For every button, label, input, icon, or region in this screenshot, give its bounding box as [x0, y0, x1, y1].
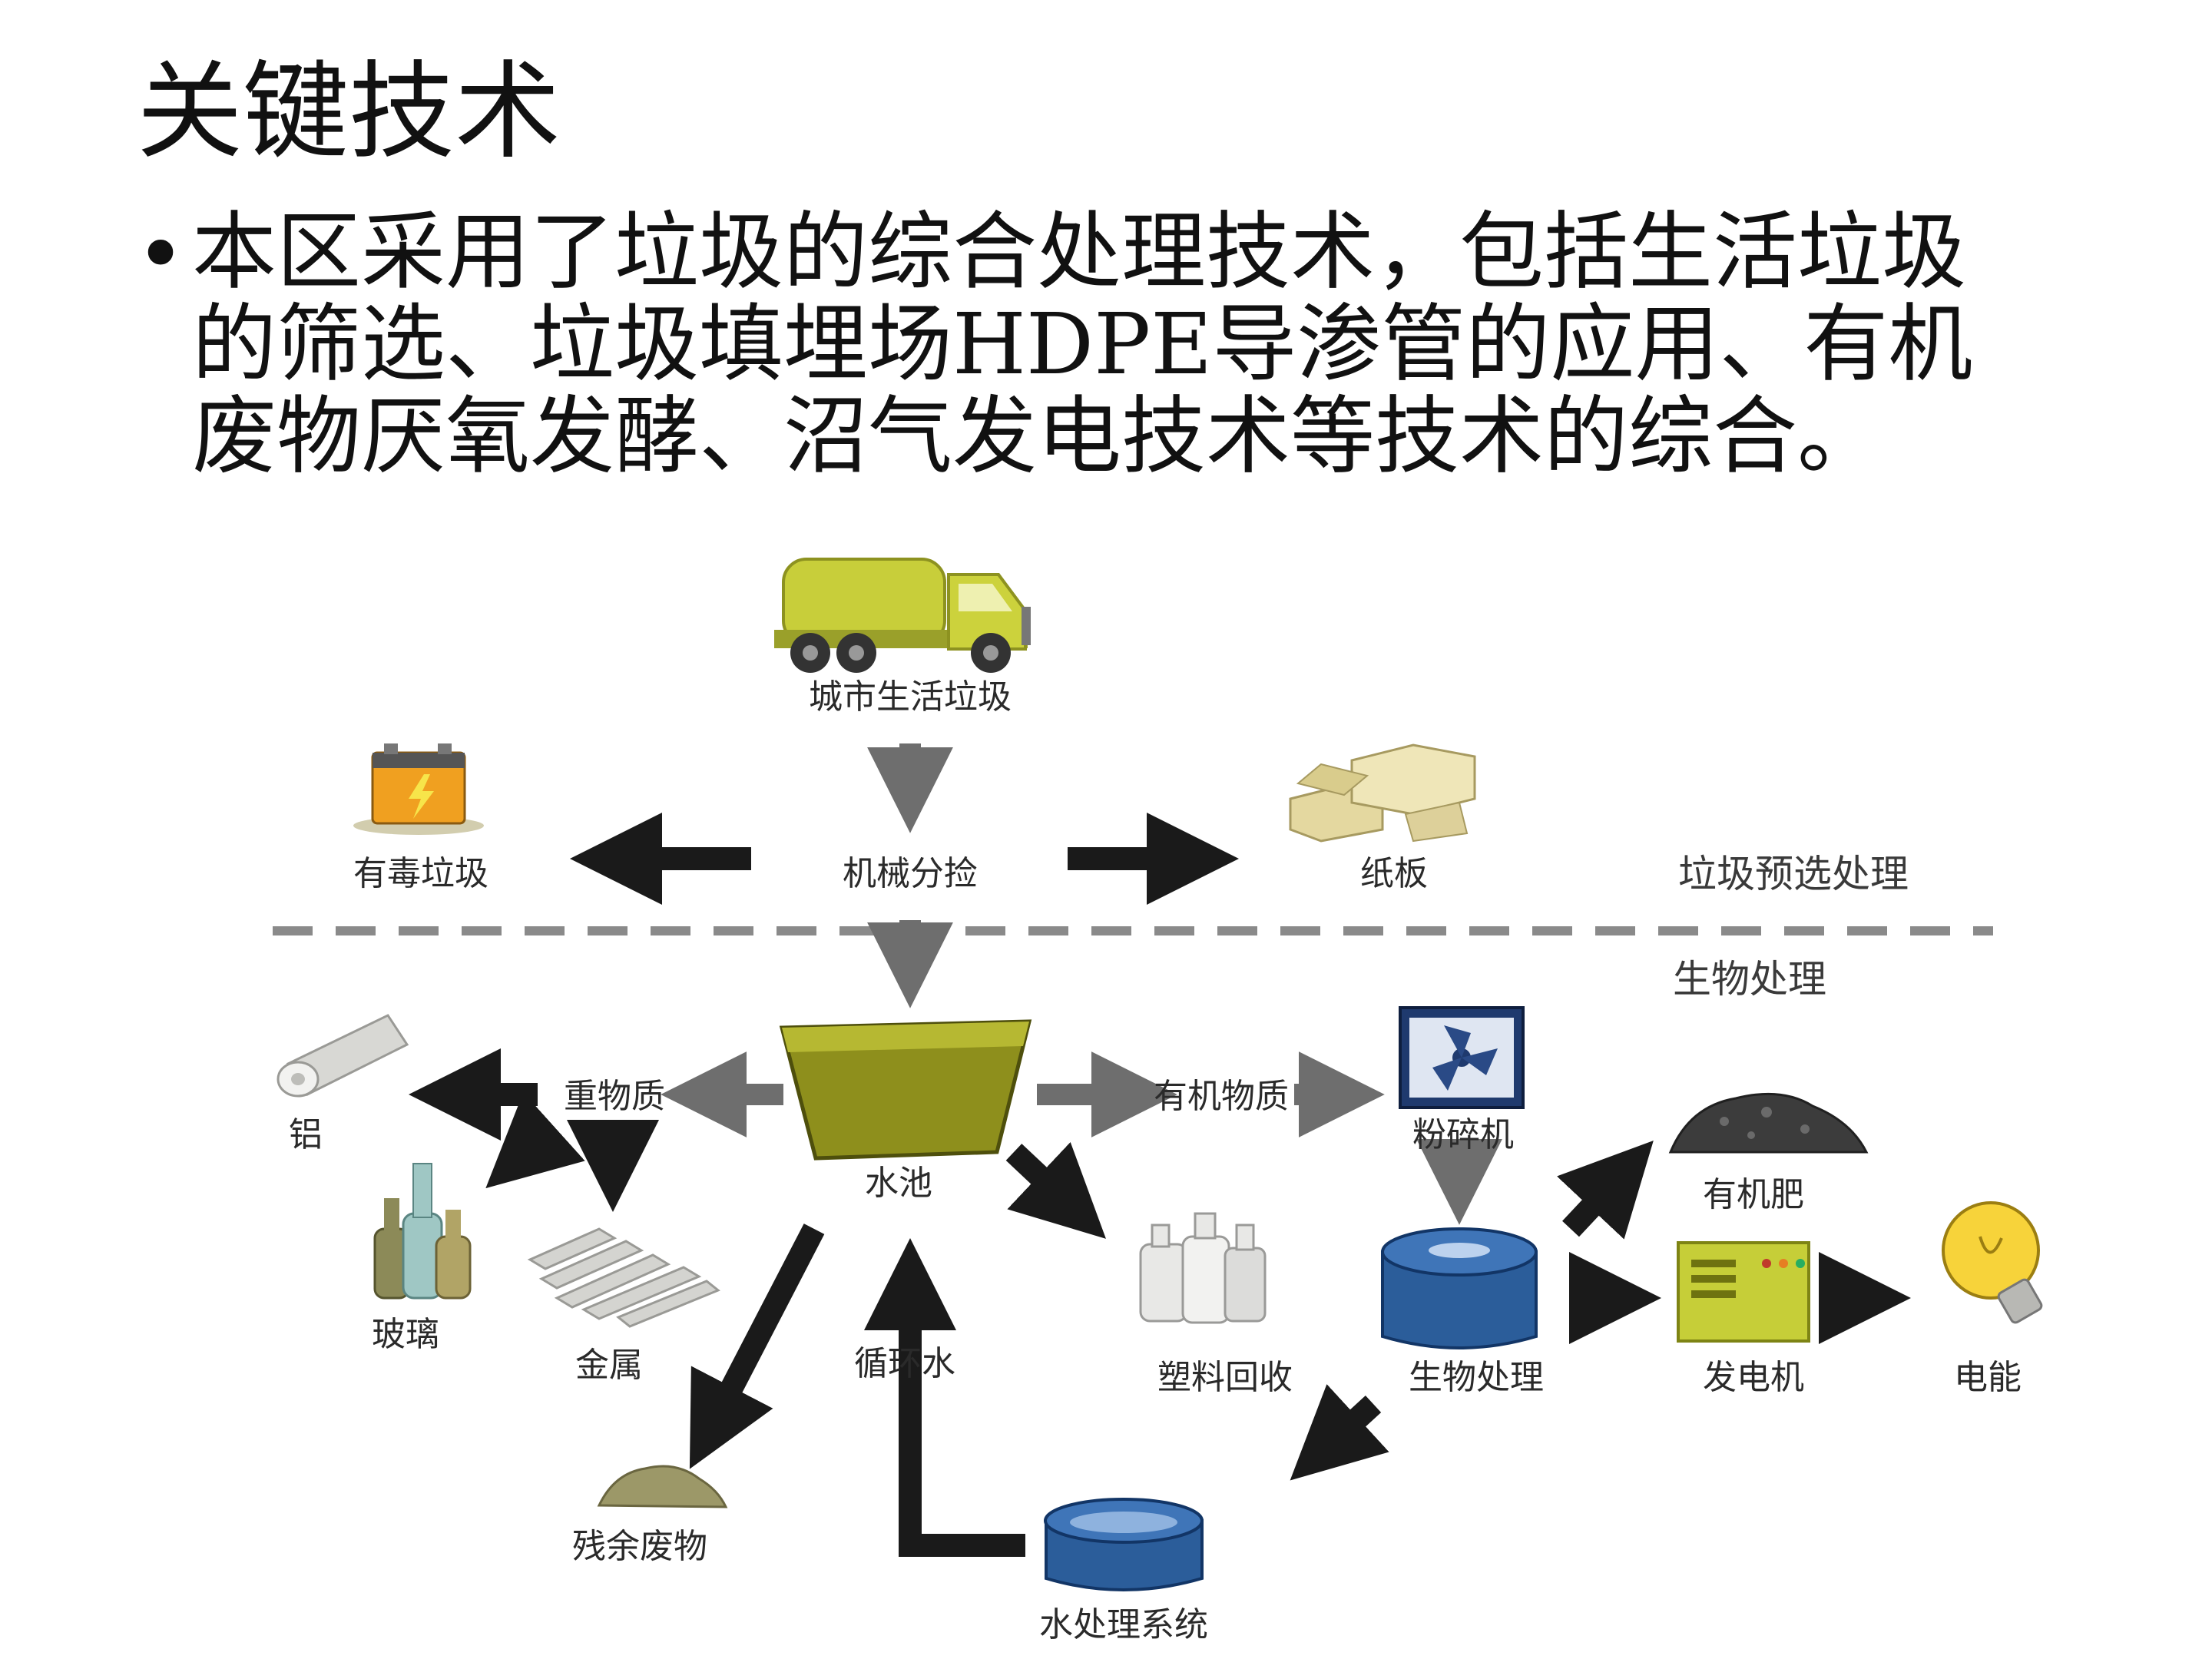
bullet-line-1: 本区采用了垃圾的综合处理技术，包括生活垃圾 [192, 203, 1966, 301]
label-generator: 发电机 [1703, 1358, 1804, 1397]
plastic-bottles-icon [1139, 1212, 1267, 1324]
glass-bottles-icon [373, 1163, 472, 1300]
metal-bars-icon [527, 1227, 720, 1328]
water-pool-icon [779, 1019, 1032, 1161]
crusher-fan-icon [1399, 1006, 1525, 1109]
label-heavy: 重物质 [564, 1077, 665, 1116]
arrow-water-treatment-to-pool [864, 1238, 1025, 1557]
aluminum-roll-icon [276, 1014, 409, 1098]
label-sorting: 机械分捡 [843, 854, 978, 893]
bullet-line-3: 废物厌氧发酵、沼气发电技术等技术的综合。 [192, 387, 1882, 485]
label-fertilizer: 有机肥 [1703, 1175, 1804, 1214]
arrow-pool-to-residue [689, 1224, 825, 1469]
flow-arrows [409, 743, 1911, 1557]
label-section-bio: 生物处理 [1673, 957, 1826, 1002]
arrow-bio-to-fertilizer [1556, 1140, 1654, 1240]
label-plastic: 塑料回收 [1157, 1358, 1293, 1397]
garbage-truck-icon [774, 558, 1031, 673]
label-section-pre: 垃圾预选处理 [1678, 852, 1909, 896]
bullet-marker: • [135, 205, 187, 305]
label-water-treatment: 水处理系统 [1039, 1605, 1208, 1644]
residue-pile-icon [597, 1465, 728, 1508]
water-treatment-tank-icon [1044, 1498, 1204, 1591]
cardboard-boxes-icon [1289, 743, 1476, 843]
arrow-pool-to-plastic [1005, 1141, 1106, 1239]
arrow-heavy-to-glass [485, 1092, 585, 1189]
label-glass: 玻璃 [372, 1315, 439, 1354]
label-pool: 水池 [865, 1164, 932, 1203]
label-crusher: 粉碎机 [1412, 1115, 1514, 1154]
slide-title: 关键技术 [137, 50, 561, 174]
label-city-waste: 城市生活垃圾 [809, 677, 1012, 717]
label-bio-treatment: 生物处理 [1409, 1358, 1544, 1397]
label-toxic: 有毒垃圾 [353, 854, 488, 893]
label-organic: 有机物质 [1154, 1077, 1289, 1116]
battery-icon [353, 743, 484, 835]
label-residue: 残余废物 [572, 1527, 707, 1566]
arrow-bio-to-water-treatment [1290, 1384, 1389, 1481]
label-aluminum: 铝 [289, 1115, 323, 1154]
generator-icon [1677, 1241, 1810, 1343]
bullet-text: 本区采用了垃圾的综合处理技术，包括生活垃圾 的筛选、垃圾填埋场HDPE导渗管的应… [192, 206, 2097, 482]
label-electricity: 电能 [1954, 1358, 2022, 1397]
bullet-line-2: 的筛选、垃圾填埋场HDPE导渗管的应用、有机 [192, 295, 1973, 393]
label-recycle-water: 循环水 [854, 1344, 955, 1383]
light-bulb-icon [1942, 1201, 2043, 1324]
label-metal: 金属 [575, 1346, 643, 1385]
fertilizer-pile-icon [1668, 1092, 1869, 1154]
bio-tank-icon [1381, 1227, 1538, 1349]
label-cardboard: 纸板 [1360, 854, 1428, 893]
